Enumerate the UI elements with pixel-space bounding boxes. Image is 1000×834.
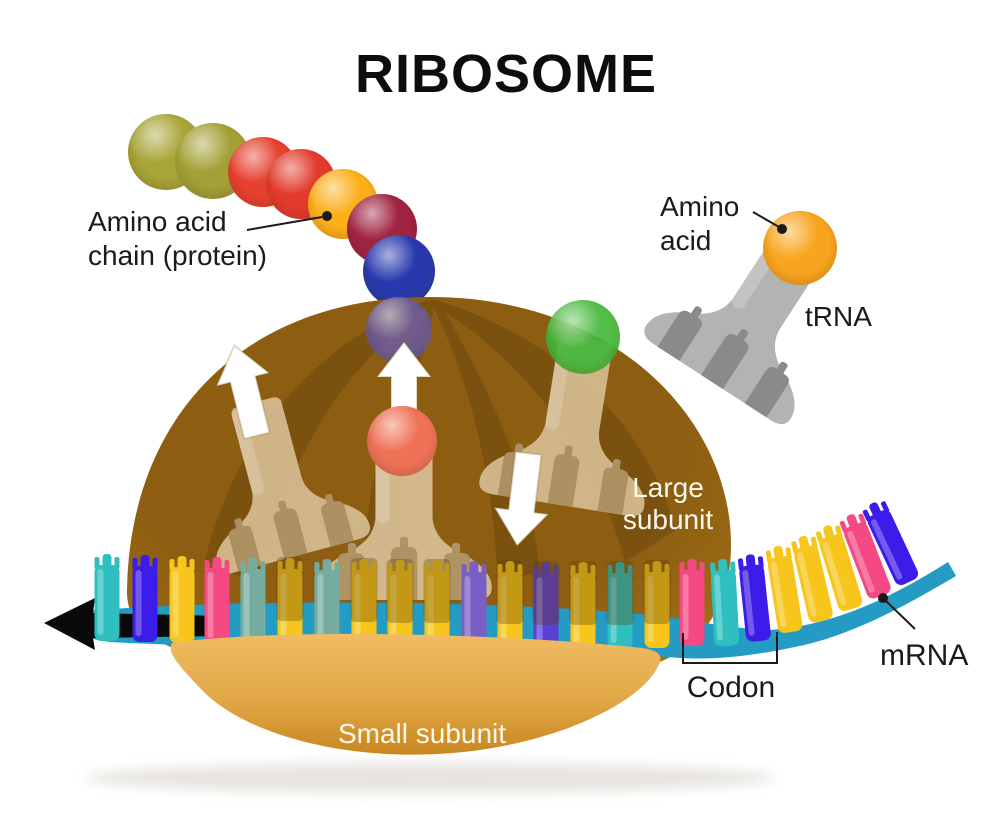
ground-shadow — [85, 763, 775, 793]
mrna-base — [132, 555, 158, 642]
mrna-base — [839, 513, 891, 599]
mrna-base — [350, 558, 378, 646]
mrna-base — [765, 545, 803, 633]
diagram-title: RIBOSOME — [355, 44, 657, 104]
mrna-base — [240, 558, 266, 645]
large-subunit-label-line1: Large — [632, 472, 704, 503]
amino-acid-label-line2: acid — [660, 225, 711, 256]
amino-acid-chain-label-line2: chain (protein) — [88, 240, 267, 271]
amino-acid-chain-pointer-dot — [322, 211, 332, 221]
amino-acid-pointer-line — [752, 211, 780, 228]
mrna-base — [276, 557, 304, 645]
large-subunit-label-line2: subunit — [623, 504, 714, 535]
amino-acid-chain-sphere — [363, 235, 435, 307]
mrna-base — [643, 560, 671, 648]
mrna-base — [423, 559, 451, 647]
amino-acid-chain-pointer-line — [246, 216, 323, 231]
mrna-base — [461, 561, 487, 648]
mrna-base — [386, 559, 414, 647]
mrna-base — [679, 559, 705, 646]
mrna-base — [169, 556, 195, 643]
mrna-base — [737, 554, 771, 642]
codon-bracket — [682, 632, 778, 664]
codon-label: Codon — [687, 671, 775, 704]
mrna-pointer-dot — [878, 593, 888, 603]
forming-amino-acid-sphere — [367, 406, 437, 476]
amino-acid-chain — [128, 114, 435, 307]
mrna-label: mRNA — [880, 639, 968, 672]
chain-exit-sphere — [366, 297, 432, 363]
incoming-amino-acid-sphere — [546, 300, 620, 374]
mrna-base — [569, 561, 597, 649]
amino-acid-chain-label-line1: Amino acid — [88, 206, 227, 237]
mrna-base — [532, 561, 560, 649]
mrna-pointer-line — [885, 600, 916, 630]
small-subunit: Small subunit — [170, 633, 661, 755]
mrna-base — [94, 554, 120, 641]
free-amino-acid-sphere — [763, 211, 837, 285]
mrna-base — [862, 501, 919, 585]
mrna-bases — [94, 501, 919, 649]
mrna-base — [204, 557, 230, 644]
trna-label: tRNA — [805, 301, 872, 332]
mrna-base — [815, 525, 863, 611]
mrna-base — [496, 560, 524, 648]
amino-acid-label-line1: Amino — [660, 191, 739, 222]
mrna-base — [710, 559, 740, 647]
mrna-base — [314, 559, 340, 646]
mrna-base — [791, 535, 833, 623]
mrna-base — [606, 561, 634, 649]
small-subunit-label: Small subunit — [338, 718, 506, 749]
amino-acid-pointer-dot — [777, 224, 787, 234]
